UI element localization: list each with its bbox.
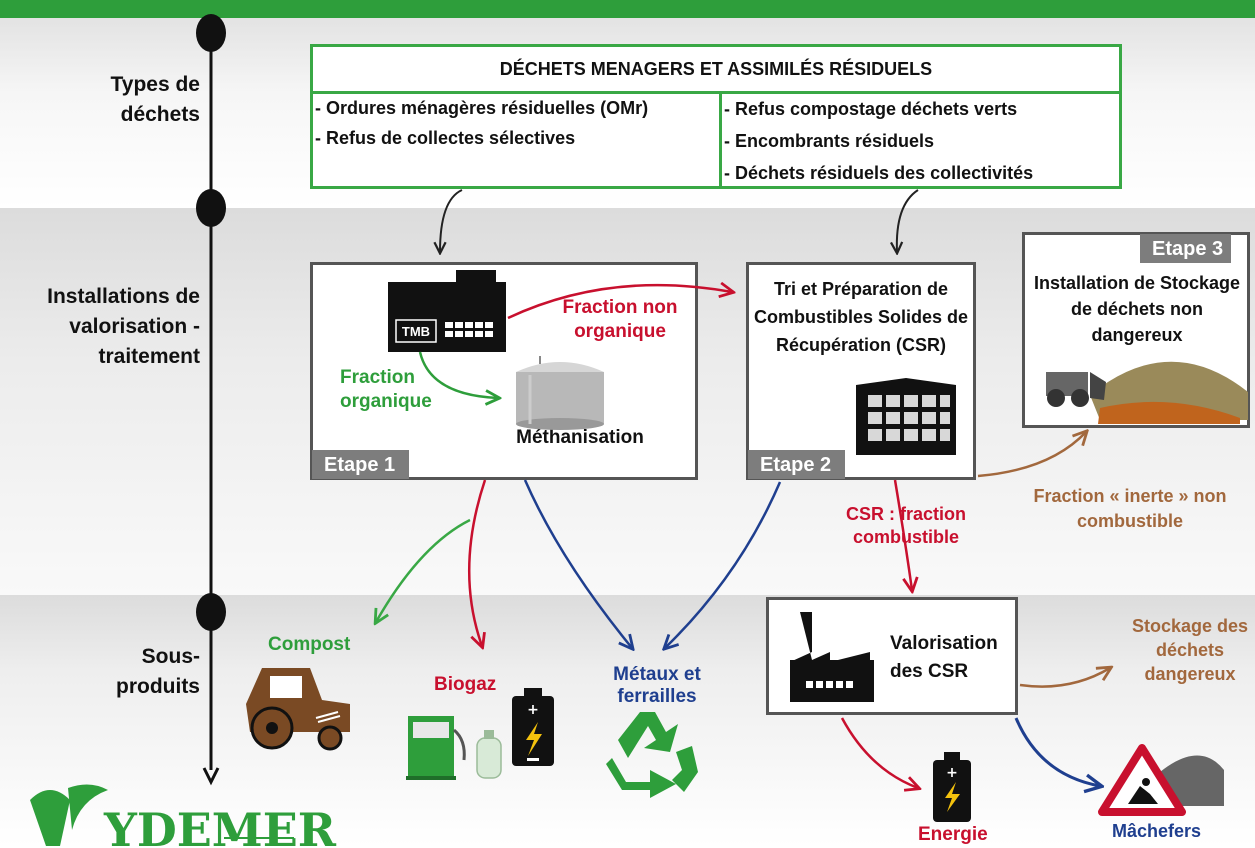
arrow-fraction-inerte — [977, 432, 1086, 478]
arrow-to-stockage-dangereux — [1019, 668, 1110, 688]
etape3-tag: Etape 3 — [1140, 234, 1232, 263]
arrow-to-energie — [840, 717, 918, 788]
arrow-etape1-to-metaux — [523, 479, 632, 648]
methanisation-label: Méthanisation — [516, 427, 644, 448]
valorisation-label: Valorisation des CSR — [890, 633, 998, 682]
metaux-label: Métaux et ferrailles — [613, 664, 701, 707]
arrow-to-biogaz — [468, 479, 487, 646]
sydemer-logo: YDEMER — [30, 784, 337, 846]
machefers-label: Mâchefers — [1112, 821, 1202, 841]
battery-biogaz-icon: + — [512, 688, 554, 766]
csr-fraction-label: CSR : fraction combustible — [845, 504, 966, 547]
dechets-right-list: - Refus compostage déchets verts - Encom… — [724, 93, 1124, 189]
valorisation-plant-icon — [790, 612, 874, 702]
tractor-icon — [246, 668, 350, 751]
arrow-to-compost — [376, 518, 471, 622]
svg-text:+: + — [527, 702, 539, 718]
csr-factory-icon — [856, 378, 956, 455]
dechets-divider — [719, 91, 722, 186]
arrow-fraction-organique — [418, 351, 498, 398]
arrow-to-etape1 — [440, 189, 463, 252]
etape2-tag: Etape 2 — [748, 450, 846, 479]
fraction-organique-label: Fraction organique — [340, 367, 432, 412]
arrow-csr-combustible — [893, 479, 912, 590]
dechets-item-refus-collectes: - Refus de collectes sélectives — [315, 128, 576, 148]
etape1-tag: Etape 1 — [312, 450, 410, 479]
svg-text:+: + — [946, 765, 958, 781]
dechets-item-encombrants: - Encombrants résiduels — [724, 131, 935, 151]
dechets-title-row — [313, 47, 1119, 94]
fuel-pump-icon — [406, 716, 466, 780]
arrow-fraction-non-organique — [507, 285, 732, 320]
tmb-factory-icon: TMB — [388, 270, 506, 352]
timeline-dot-installations — [196, 189, 226, 227]
dechets-title: DÉCHETS MENAGERS ET ASSIMILÉS RÉSIDUELS — [499, 59, 933, 79]
methanisation-tank-icon — [516, 356, 604, 430]
arrow-to-etape2 — [897, 189, 919, 252]
recycle-icon — [606, 712, 698, 798]
arrow-to-machefers — [1014, 717, 1100, 786]
label-sous-produits: Sous- produits — [116, 645, 200, 698]
header-bar — [0, 0, 1255, 18]
energie-label: Energie — [918, 824, 988, 845]
fraction-inerte-label: Fraction « inerte » non combustible — [1033, 486, 1227, 531]
biogaz-label: Biogaz — [434, 674, 497, 695]
timeline-dot-types — [196, 14, 226, 52]
landfill-scene-icon — [1046, 361, 1248, 424]
gas-bottle-icon — [476, 730, 502, 779]
dechets-box: DÉCHETS MENAGERS ET ASSIMILÉS RÉSIDUELS … — [310, 44, 1122, 189]
etape3-title: Installation de Stockage de déchets non … — [1033, 273, 1241, 345]
tmb-label: TMB — [402, 324, 430, 339]
stockage-dangereux-label: Stockage des déchets dangereux — [1131, 616, 1249, 684]
dechets-left-list: - Ordures ménagères résiduelles (OMr) - … — [315, 93, 715, 153]
dechets-item-collectivites: - Déchets résiduels des collectivités — [724, 163, 1034, 183]
fraction-non-organique-label: Fraction non organique — [562, 297, 678, 342]
timeline — [196, 14, 226, 786]
etape2-title: Tri et Préparation de Combustibles Solid… — [753, 279, 969, 355]
dechets-item-omr: - Ordures ménagères résiduelles (OMr) — [315, 98, 649, 118]
etape1-box — [310, 262, 698, 480]
timeline-dot-sous-produits — [196, 593, 226, 631]
battery-energie-icon: + — [933, 752, 971, 822]
roadwork-sign-icon — [1098, 744, 1224, 816]
label-installations: Installations de valorisation - traiteme… — [47, 285, 200, 368]
arrow-etape2-to-metaux — [665, 481, 782, 648]
label-types-dechets: Types de déchets — [110, 73, 200, 126]
dechets-item-compostage: - Refus compostage déchets verts — [724, 99, 1018, 119]
compost-label: Compost — [268, 634, 351, 655]
svg-text:YDEMER: YDEMER — [103, 803, 337, 846]
